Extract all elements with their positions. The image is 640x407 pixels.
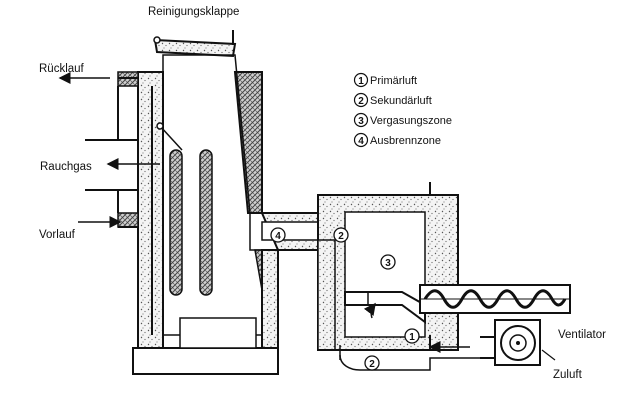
label-ventilator: Ventilator bbox=[558, 329, 606, 341]
grate bbox=[179, 317, 257, 349]
label-reinigungsklappe: Reinigungsklappe bbox=[148, 6, 239, 18]
brick-lower-left bbox=[117, 212, 139, 228]
fan-ventilator bbox=[480, 319, 541, 366]
labels: Reinigungsklappe Rücklauf Rauchgas Vorla… bbox=[39, 6, 606, 381]
legend-num-1: 1 bbox=[358, 76, 364, 87]
legend-num-4: 4 bbox=[358, 136, 364, 147]
legend: 1 Primärluft 2 Sekundärluft 3 Vergasungs… bbox=[353, 72, 452, 148]
label-ruecklauf: Rücklauf bbox=[39, 63, 85, 75]
marker-1: 1 bbox=[409, 332, 415, 343]
marker-2b-circle bbox=[364, 355, 380, 371]
marker-2-circle bbox=[333, 227, 349, 243]
screw-conveyor bbox=[419, 284, 571, 314]
label-vorlauf: Vorlauf bbox=[39, 229, 76, 241]
legend-text-2: Sekundärluft bbox=[370, 95, 432, 107]
marker-3: 3 bbox=[385, 258, 391, 269]
heat-exchanger-tube-2 bbox=[199, 149, 213, 296]
cleaning-flap bbox=[153, 38, 237, 58]
marker-3-circle bbox=[380, 254, 396, 270]
right-lower-insulation bbox=[261, 249, 279, 349]
left-insulation-wall bbox=[137, 71, 164, 349]
marker-1-circle bbox=[404, 328, 420, 344]
legend-num-3: 3 bbox=[358, 116, 364, 127]
marker-4-circle bbox=[270, 227, 286, 243]
legend-text-4: Ausbrennzone bbox=[370, 135, 441, 147]
legend-num-2: 2 bbox=[358, 96, 364, 107]
marker-2: 2 bbox=[338, 231, 344, 242]
label-zuluft: Zuluft bbox=[553, 369, 583, 381]
boiler-base bbox=[132, 347, 279, 375]
marker-2b: 2 bbox=[369, 359, 375, 370]
legend-text-3: Vergasungszone bbox=[370, 115, 452, 127]
air-flow-paths bbox=[339, 302, 556, 371]
marker-4: 4 bbox=[275, 231, 281, 242]
legend-text-1: Primärluft bbox=[370, 75, 417, 87]
zone-markers: 4 2 3 1 2 bbox=[270, 227, 420, 371]
heat-exchanger-tube-1 bbox=[169, 149, 183, 296]
boiler-body bbox=[117, 30, 279, 375]
label-rauchgas: Rauchgas bbox=[40, 161, 92, 173]
left-pipes bbox=[58, 72, 160, 228]
